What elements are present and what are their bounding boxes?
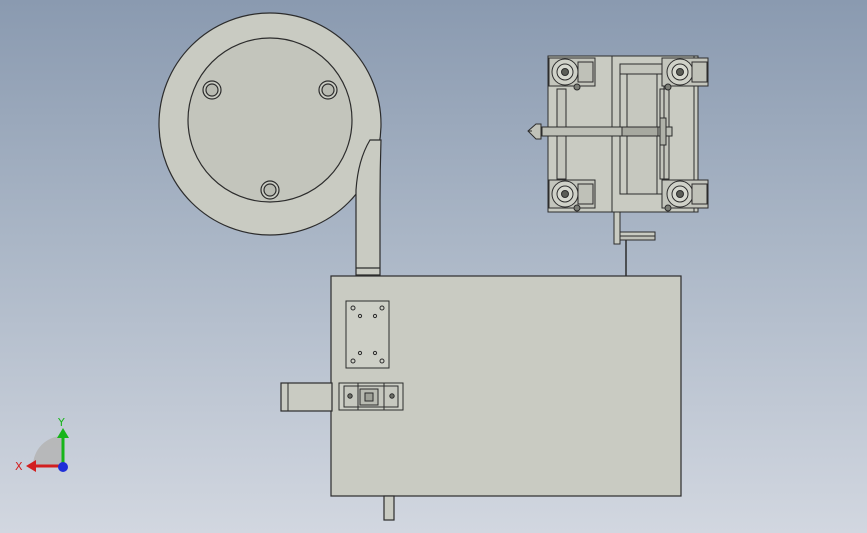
tape-reel[interactable]: [158, 12, 382, 236]
bearing-block[interactable]: [338, 382, 404, 411]
axle-shaft: [541, 126, 673, 137]
coordinate-triad: Y X: [15, 416, 69, 473]
caster-wheel-bottom-left: [548, 179, 596, 212]
caster-wheel-top-left: [548, 57, 596, 91]
reel-bolt-holes: [202, 80, 338, 200]
caster-wheel-top-right: [661, 57, 709, 91]
feed-tube: [355, 139, 382, 276]
y-axis-label: Y: [57, 416, 65, 429]
x-axis-label: X: [15, 460, 23, 473]
bottom-stub: [383, 495, 395, 521]
caster-wheel-bottom-right: [661, 179, 709, 212]
z-axis-icon: [58, 462, 68, 472]
left-chute: [280, 382, 333, 412]
main-housing[interactable]: [280, 236, 682, 521]
adjust-knob[interactable]: [527, 123, 542, 140]
mounting-plate[interactable]: [345, 300, 390, 369]
triad-plane-icon: [33, 436, 63, 466]
reel-inner-hub: [187, 37, 353, 203]
